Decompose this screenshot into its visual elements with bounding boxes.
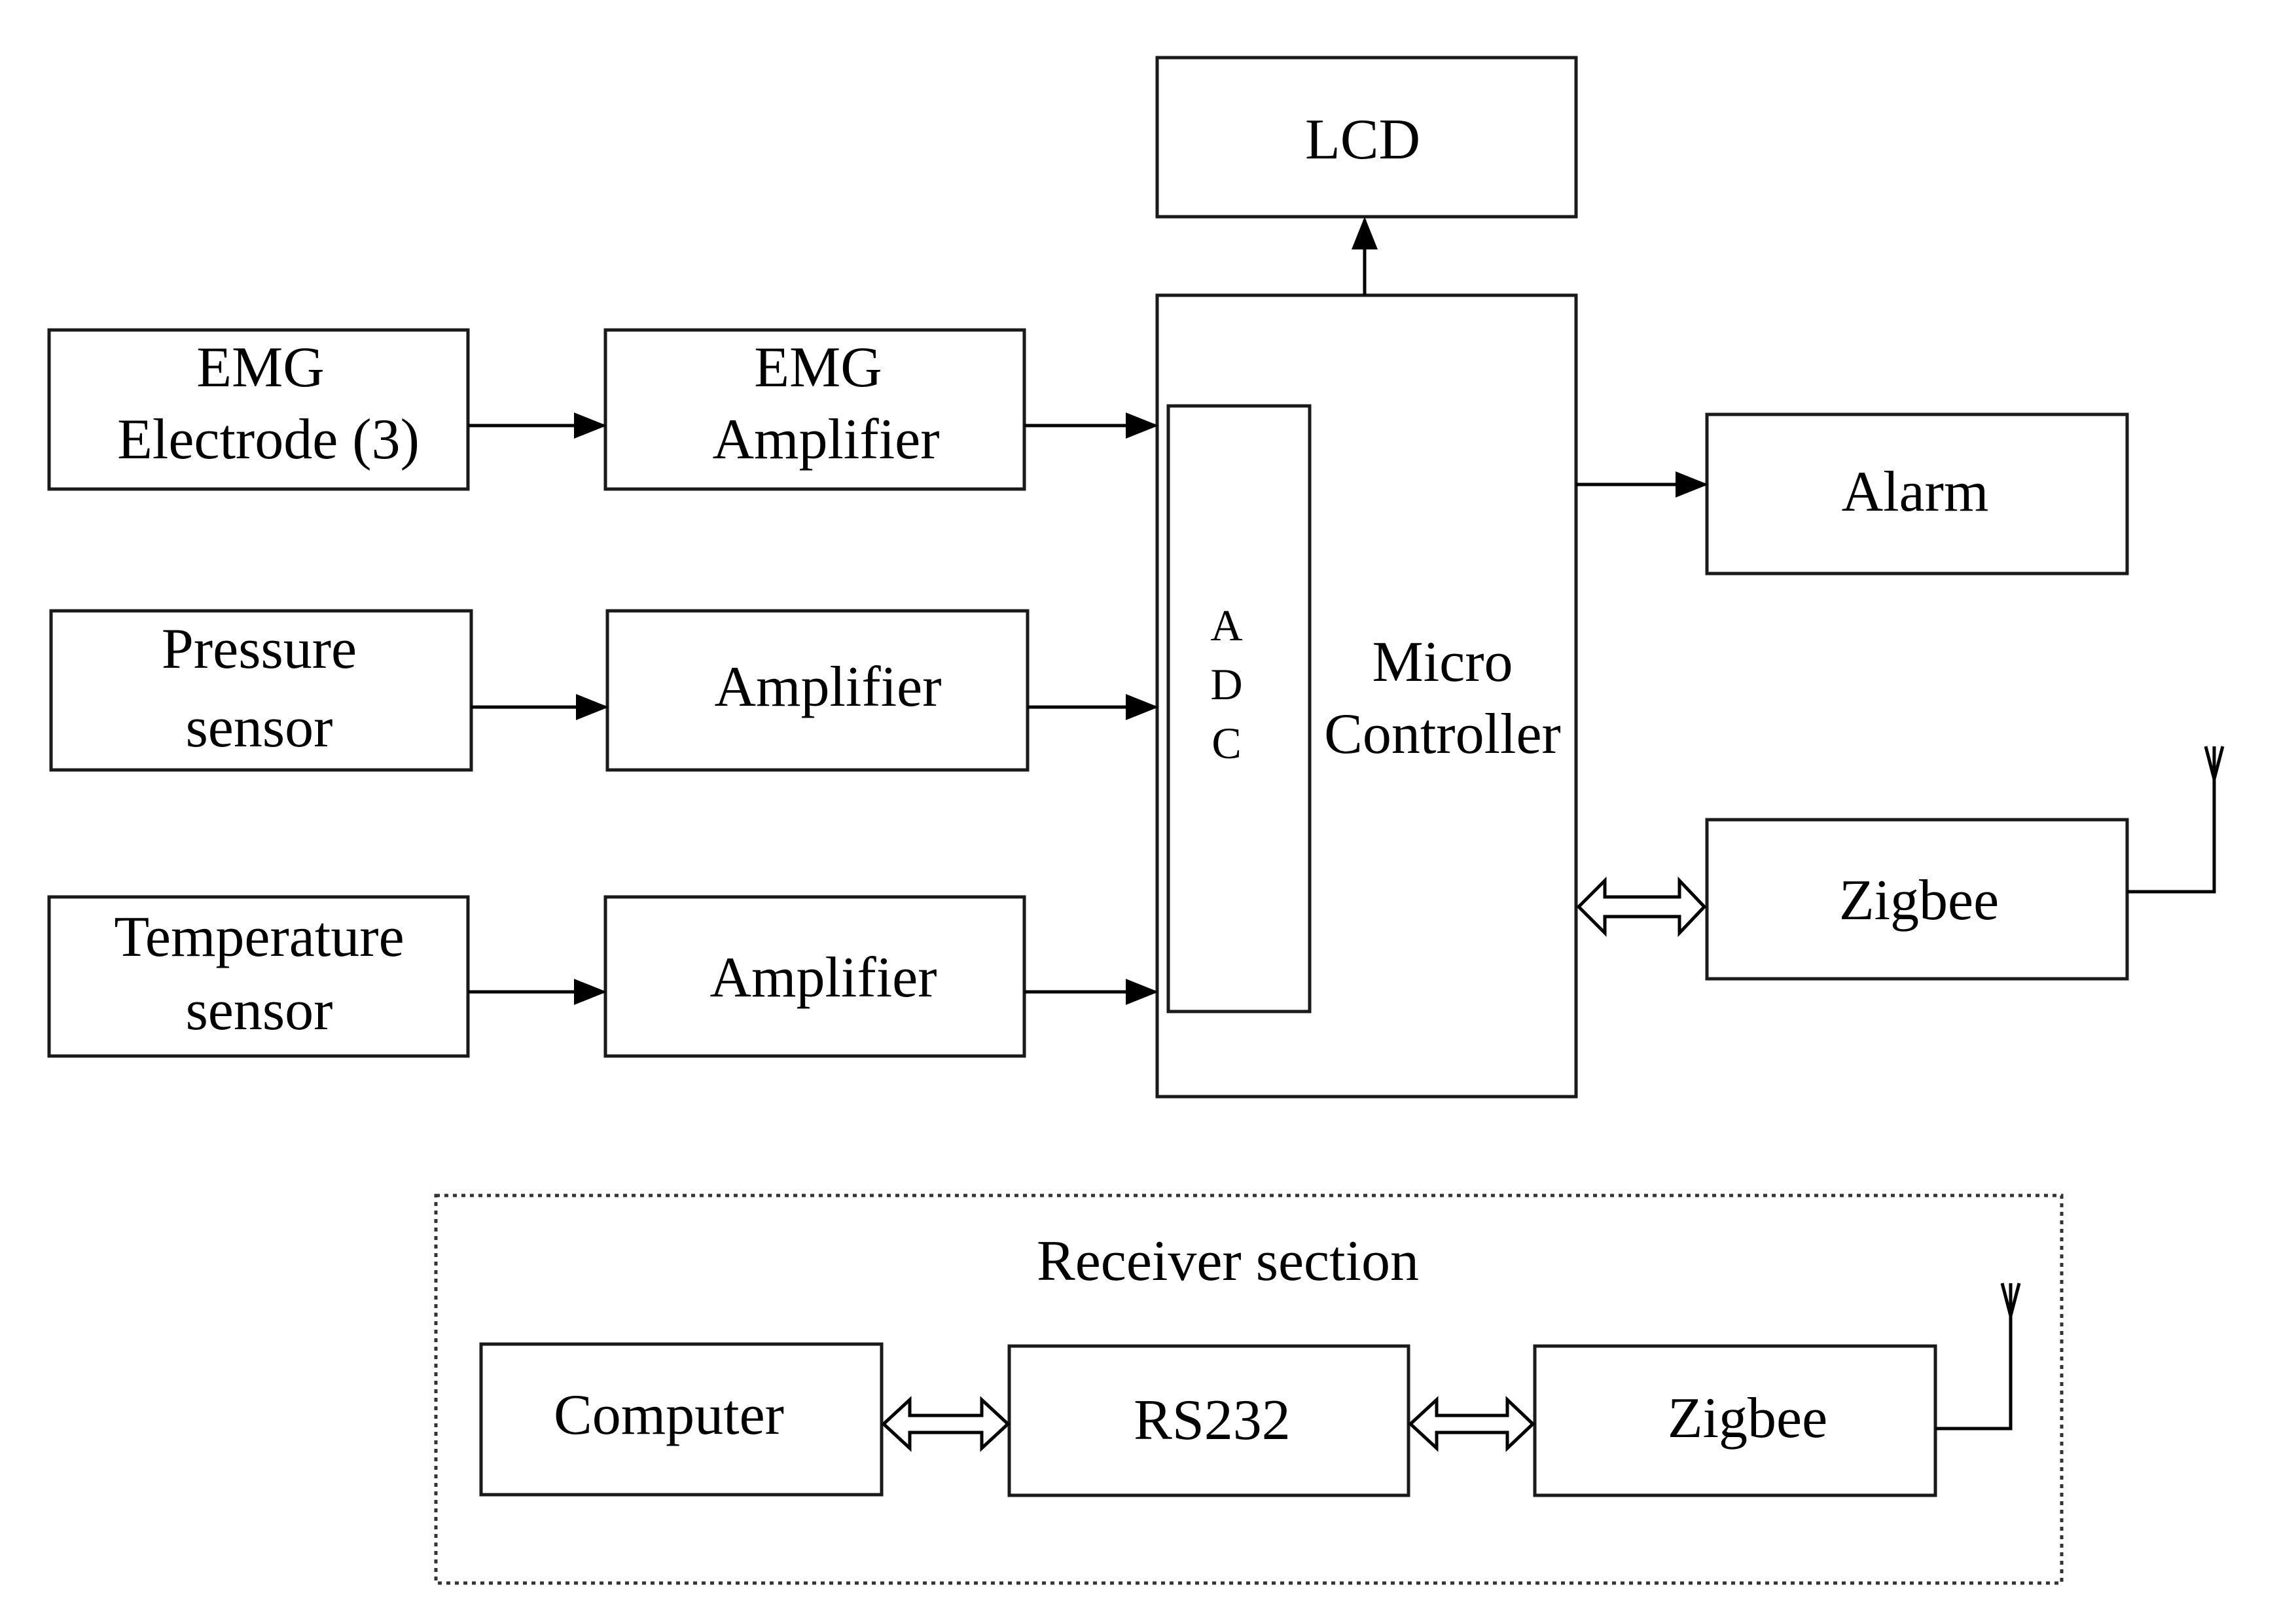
temperature-sensor-label-line1: Temperature [114, 905, 404, 969]
pressure-amplifier-label: Amplifier [714, 655, 941, 719]
bidirectional-arrow-computer-rs232 [881, 1396, 1011, 1452]
alarm-label: Alarm [1842, 460, 1989, 524]
zigbee-transmitter-block: Zigbee [1705, 818, 2129, 981]
alarm-block: Alarm [1705, 412, 2129, 575]
micro-controller-label-line2: Controller [1324, 702, 1561, 766]
adc-label-d: D [1210, 659, 1242, 709]
zigbee-receiver-block: Zigbee [1533, 1344, 1937, 1497]
zigbee-transmitter-label: Zigbee [1839, 869, 1999, 932]
emg-amplifier-label-line1: EMG [754, 336, 882, 399]
temperature-amplifier-block: Amplifier [603, 895, 1026, 1058]
receiver-section: Receiver section Computer RS232 Zigbee [434, 1194, 2064, 1585]
adc-block [1166, 404, 1312, 1013]
temperature-sensor-block: Temperature sensor [47, 895, 470, 1058]
emg-electrode-label-line1: EMG [196, 336, 325, 399]
bidirectional-arrow-rs232-zigbee [1408, 1396, 1535, 1452]
computer-block: Computer [479, 1342, 884, 1497]
receiver-section-title: Receiver section [1037, 1230, 1419, 1293]
emg-electrode-block: EMG Electrode (3) [47, 328, 470, 491]
computer-label: Computer [554, 1383, 784, 1447]
temperature-sensor-label-line2: sensor [186, 979, 333, 1042]
antenna-icon [2127, 746, 2225, 894]
emg-amplifier-block: EMG Amplifier [603, 328, 1026, 491]
lcd-block: LCD [1155, 56, 1578, 219]
pressure-sensor-block: Pressure sensor [49, 609, 473, 772]
adc-label-c: C [1211, 718, 1241, 768]
emg-amplifier-label-line2: Amplifier [712, 408, 939, 471]
micro-controller-label-line1: Micro [1372, 630, 1513, 694]
lcd-label: LCD [1305, 108, 1420, 172]
rs232-block: RS232 [1007, 1344, 1410, 1497]
micro-controller-block: A D C Micro Controller [1155, 293, 1578, 1099]
pressure-amplifier-block: Amplifier [605, 609, 1030, 772]
temperature-amplifier-label: Amplifier [709, 946, 937, 1010]
rs232-label: RS232 [1134, 1389, 1291, 1452]
receiver-section-border [434, 1194, 2064, 1585]
adc-label-a: A [1210, 600, 1242, 650]
receiver-antenna-icon [1935, 1283, 2021, 1431]
emg-electrode-label-line2: Electrode (3) [117, 408, 420, 471]
pressure-sensor-label-line1: Pressure [162, 617, 357, 681]
zigbee-receiver-label: Zigbee [1668, 1387, 1827, 1450]
bidirectional-arrow-controller-zigbee [1576, 876, 1707, 938]
pressure-sensor-label-line2: sensor [186, 696, 333, 759]
